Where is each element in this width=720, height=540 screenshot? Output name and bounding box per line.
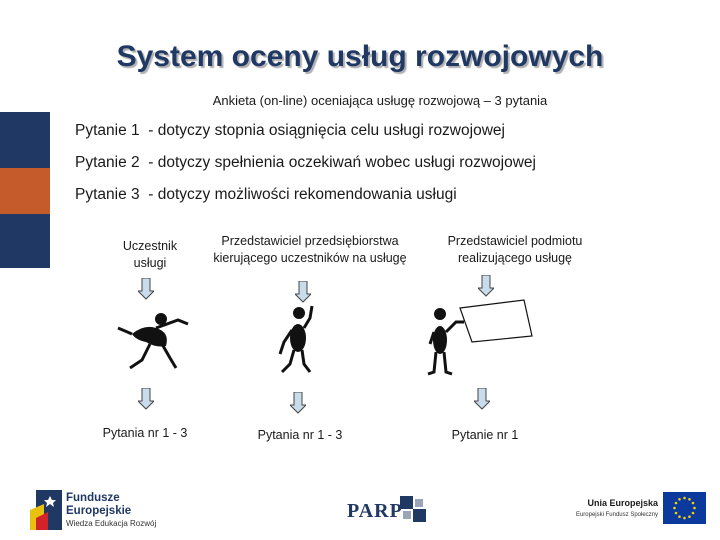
company-questions-label: Pytania nr 1 - 3 — [245, 428, 355, 442]
company-representative-figure-icon — [272, 302, 322, 376]
column-participant-line2: usługi — [95, 255, 205, 272]
arrow-down-icon — [138, 388, 154, 410]
provider-questions-label: Pytanie nr 1 — [430, 428, 540, 442]
slide-subtitle: Ankieta (on-line) oceniająca usługę rozw… — [0, 93, 720, 108]
column-participant-line1: Uczestnik — [95, 238, 205, 255]
question-2-label: Pytanie 2 — [75, 154, 140, 171]
arrow-down-icon — [295, 281, 311, 303]
blue-accent-block-bottom — [0, 214, 50, 268]
fe-program-name: Wiedza Edukacja Rozwój — [66, 519, 156, 528]
column-company-line1: Przedstawiciel przedsiębiorstwa — [210, 233, 410, 250]
column-provider-line2: realizującego usługę — [430, 250, 600, 267]
parp-logo-text: PARP — [347, 500, 403, 523]
arrow-down-icon — [290, 392, 306, 414]
provider-with-board-figure-icon — [420, 294, 535, 376]
column-provider-label: Przedstawiciel podmiotu realizującego us… — [430, 233, 600, 267]
ue-name: Unia Europejska — [568, 498, 658, 508]
arrow-down-icon — [474, 388, 490, 410]
question-2: Pytanie 2 - dotyczy spełnienia oczekiwań… — [75, 154, 536, 172]
blue-accent-block-top — [0, 112, 50, 174]
question-1-text: - dotyczy stopnia osiągnięcia celu usług… — [148, 122, 505, 139]
fe-line1: Fundusze — [66, 492, 131, 505]
fundusze-europejskie-logo-icon — [30, 490, 62, 530]
arrow-down-icon — [138, 278, 154, 300]
column-participant-label: Uczestnik usługi — [95, 238, 205, 272]
column-provider-line1: Przedstawiciel podmiotu — [430, 233, 600, 250]
column-company-line2: kierującego uczestników na usługę — [210, 250, 410, 267]
question-3-text: - dotyczy możliwości rekomendowania usłu… — [148, 186, 456, 203]
parp-logo-icon — [400, 496, 426, 524]
participant-figure-icon — [112, 310, 192, 372]
question-3-label: Pytanie 3 — [75, 186, 140, 203]
question-2-text: - dotyczy spełnienia oczekiwań wobec usł… — [148, 154, 536, 171]
participant-questions-label: Pytania nr 1 - 3 — [90, 426, 200, 440]
question-3: Pytanie 3 - dotyczy możliwości rekomendo… — [75, 186, 457, 204]
question-1-label: Pytanie 1 — [75, 122, 140, 139]
fundusze-europejskie-name: Fundusze Europejskie — [66, 492, 131, 518]
eu-flag-icon — [663, 492, 706, 524]
ue-fund-name: Europejski Fundusz Społeczny — [560, 512, 658, 518]
column-company-label: Przedstawiciel przedsiębiorstwa kierując… — [210, 233, 410, 267]
slide-title: System oceny usług rozwojowych — [0, 40, 720, 74]
question-1: Pytanie 1 - dotyczy stopnia osiągnięcia … — [75, 122, 505, 140]
fe-line2: Europejskie — [66, 505, 131, 518]
